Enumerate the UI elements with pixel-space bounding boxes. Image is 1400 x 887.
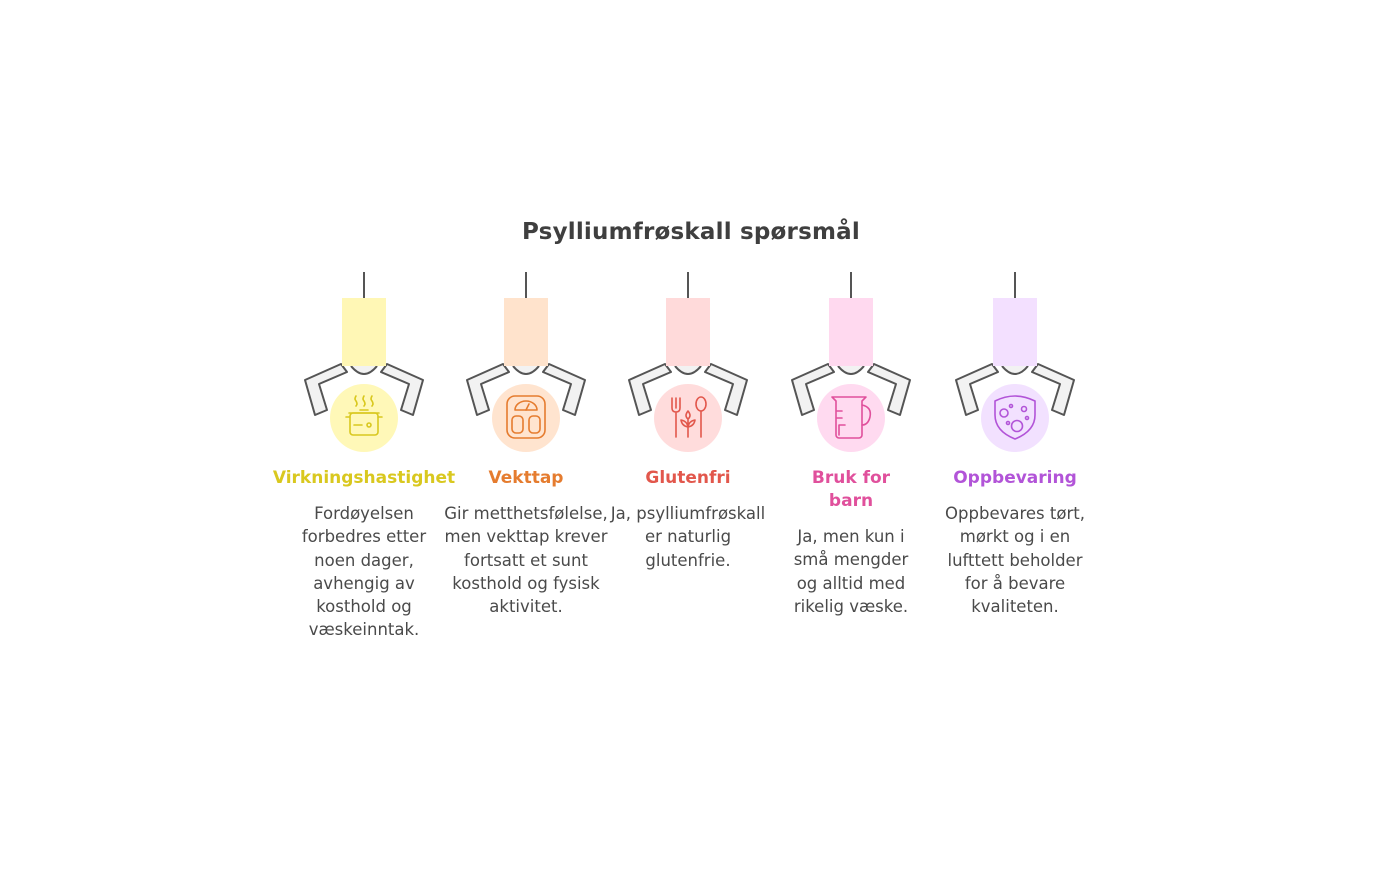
item-description: Fordøyelsen forbedres etter noen dager, …: [301, 504, 427, 640]
item-label: Virkningshastighet: [272, 468, 456, 488]
item-description: Ja, psylliumfrøskall er naturlig glutenf…: [610, 504, 766, 570]
claw-icon: [955, 272, 1075, 416]
weight-scale-icon: [491, 383, 561, 453]
fork-spoon-wheat-icon: [653, 383, 723, 453]
item-label: Oppbevaring: [953, 468, 1077, 488]
diagram-title: Psylliumfrøskall spørsmål: [522, 219, 860, 245]
claw-icon: [628, 272, 748, 416]
item-description: Gir metthetsfølelse, men vekttap krever …: [444, 504, 608, 617]
item-label: Bruk for barn: [811, 468, 891, 511]
measuring-jug-icon: [816, 383, 886, 453]
item-description: Ja, men kun i små mengder og alltid med …: [793, 527, 909, 616]
item-description: Oppbevares tørt, mørkt og i en lufttett …: [945, 504, 1085, 617]
item-label: Glutenfri: [645, 468, 731, 488]
claw-icon: [791, 272, 911, 416]
claw-icon: [466, 272, 586, 416]
cooking-pot-icon: [329, 383, 399, 453]
cheese-shield-icon: [980, 383, 1050, 453]
claw-icon: [304, 272, 424, 416]
item-label: Vekttap: [488, 468, 564, 488]
